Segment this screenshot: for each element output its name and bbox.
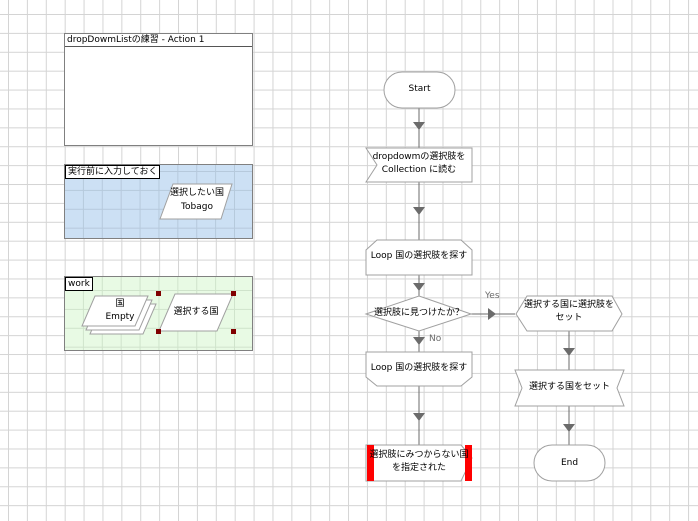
data-item-selected-country-value: Tobago [181, 202, 213, 212]
collection-country-value: Empty [105, 312, 135, 322]
page-info-title: dropDowmListの練習 - Action 1 [65, 34, 252, 47]
arrowhead [413, 413, 425, 421]
loop-start-label: Loop 国の選択肢を探す [370, 251, 468, 261]
calc-stage-line1: 選択する国に選択肢を [523, 300, 614, 310]
input-block[interactable]: 実行前に入力しておく [64, 164, 253, 239]
write-stage[interactable] [514, 369, 625, 407]
loop-start-stage[interactable] [365, 239, 473, 276]
decision-label: 選択肢に見つけたか？ [373, 308, 464, 318]
data-item-select-country-name: 選択する国 [173, 307, 219, 317]
arrowhead [413, 337, 425, 345]
start-label: Start [408, 84, 431, 94]
read-stage[interactable] [365, 147, 473, 183]
start-node[interactable] [383, 71, 456, 109]
read-stage-line2: Collection に読む [381, 165, 457, 175]
selection-handle[interactable] [231, 329, 236, 334]
no-label: No [429, 334, 442, 344]
selection-handle[interactable] [231, 291, 236, 296]
arrowhead [413, 122, 425, 130]
loop-end-stage[interactable] [365, 351, 473, 387]
arrowhead [488, 308, 496, 320]
calc-stage[interactable] [515, 295, 623, 332]
write-stage-label: 選択する国をセット [528, 382, 610, 392]
selection-handle[interactable] [156, 329, 161, 334]
arrowhead [563, 348, 575, 356]
exception-line2: を指定された [391, 463, 446, 473]
page-info-box[interactable]: dropDowmListの練習 - Action 1 [64, 33, 253, 146]
arrowhead [413, 207, 425, 215]
collection-country[interactable] [81, 295, 157, 335]
arrowheads [413, 122, 575, 432]
exception-stage[interactable] [365, 444, 473, 482]
data-item-selected-country-name: 選択したい国 [169, 188, 224, 198]
collection-country-name: 国 [115, 299, 125, 309]
data-item-select-country[interactable] [158, 293, 234, 332]
calc-stage-line2: セット [555, 313, 583, 323]
arrowhead [413, 283, 425, 291]
selection-handle[interactable] [156, 291, 161, 296]
exception-line1: 選択肢にみつからない国 [369, 450, 469, 460]
exception-bar-left [367, 445, 374, 481]
loop-end-label: Loop 国の選択肢を探す [370, 363, 468, 373]
exception-bar-right [465, 445, 472, 481]
end-label: End [560, 458, 579, 468]
arrowhead [563, 424, 575, 432]
yes-label: Yes [485, 291, 500, 301]
input-block-title: 実行前に入力しておく [65, 165, 161, 179]
work-block-title: work [65, 277, 93, 291]
decision-stage[interactable] [364, 295, 473, 332]
read-stage-line1: dropdowmの選択肢を [372, 152, 466, 162]
data-item-selected-country[interactable] [159, 183, 233, 220]
end-node[interactable] [533, 444, 606, 482]
